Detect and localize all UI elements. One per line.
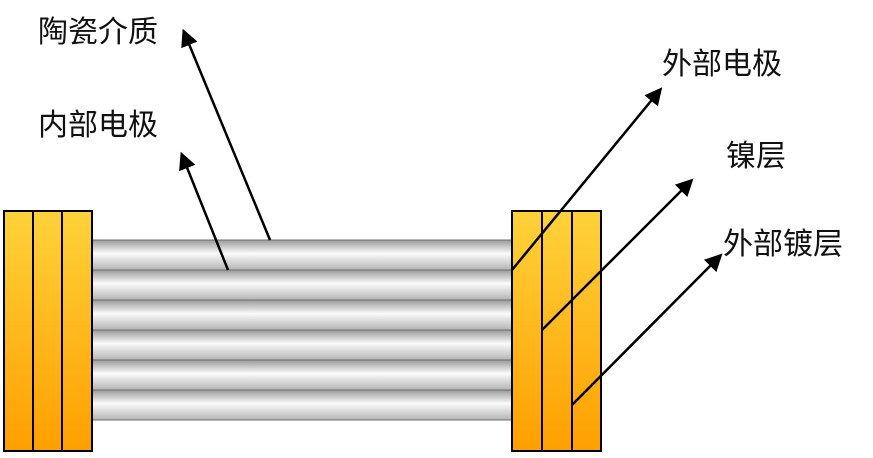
ceramic-layer xyxy=(89,299,515,331)
arrow-external-plating xyxy=(571,253,723,406)
arrow-nickel-layer xyxy=(541,178,694,331)
callout-arrows xyxy=(179,28,723,406)
label-external-electrode: 外部电极 xyxy=(662,47,782,82)
ceramic-layer xyxy=(89,359,515,391)
ceramic-layer xyxy=(89,389,515,421)
label-nickel-layer: 镍层 xyxy=(726,139,786,174)
label-ceramic-dielectric: 陶瓷介质 xyxy=(38,15,158,50)
left-cap-body xyxy=(3,210,93,452)
ceramic-layer xyxy=(89,269,515,301)
ceramic-layer xyxy=(89,329,515,361)
ceramic-layer xyxy=(89,239,515,271)
arrow-ceramic-dielectric xyxy=(181,28,272,241)
left-end-cap xyxy=(3,210,93,452)
arrow-internal-electrode xyxy=(179,151,230,271)
right-cap-body xyxy=(511,210,602,452)
label-internal-electrode: 内部电极 xyxy=(38,108,158,143)
arrow-external-electrode xyxy=(511,87,663,271)
right-end-cap xyxy=(511,210,602,452)
ceramic-layer-stack xyxy=(89,239,515,421)
label-external-plating: 外部镀层 xyxy=(723,227,843,262)
